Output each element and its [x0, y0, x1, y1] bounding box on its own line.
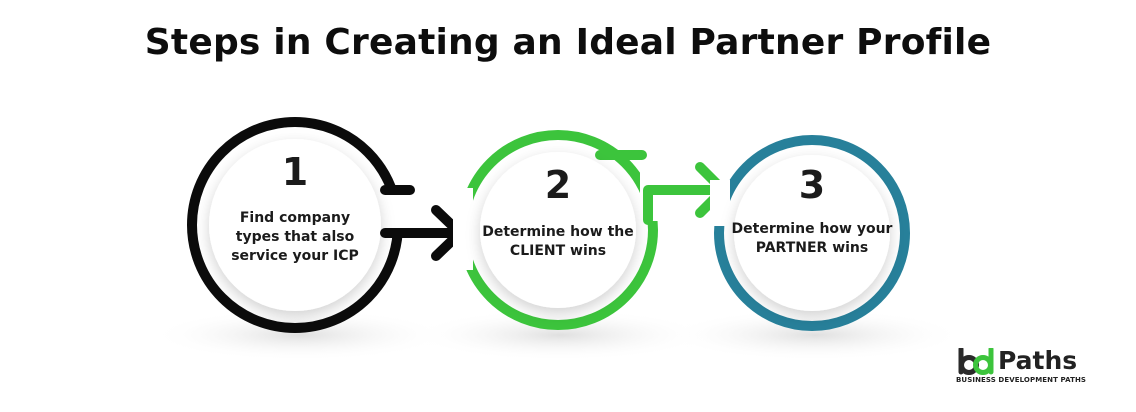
floor-shadow-2	[410, 309, 710, 361]
step-2-number: 2	[544, 163, 572, 207]
step-3-number: 3	[798, 163, 826, 207]
floor-shadow-1	[150, 309, 450, 361]
step-3-description: Determine how your PARTNER wins	[731, 221, 893, 256]
brand-logo: Paths BUSINESS DEVELOPMENT PATHS	[956, 346, 1087, 388]
step-1-number: 1	[281, 150, 309, 194]
logo-tagline: BUSINESS DEVELOPMENT PATHS	[956, 376, 1087, 384]
step-2-ring-gap-left	[453, 188, 473, 270]
step-3-ring	[710, 135, 910, 331]
page-title: Steps in Creating an Ideal Partner Profi…	[144, 22, 992, 63]
step-3-ring-base	[714, 135, 910, 331]
logo-wordmark: Paths	[998, 346, 1078, 375]
bd-logo-mark-icon	[958, 348, 994, 375]
step-1-description: Find company types that also service you…	[231, 210, 359, 264]
step-3-disc	[734, 155, 890, 311]
step-2-description: Determine how the CLIENT wins	[482, 224, 634, 259]
step-3-ring-gap	[710, 180, 730, 226]
floor-shadow-3	[665, 309, 965, 361]
step-2-disc	[480, 152, 636, 308]
step-1-disc	[209, 139, 381, 311]
